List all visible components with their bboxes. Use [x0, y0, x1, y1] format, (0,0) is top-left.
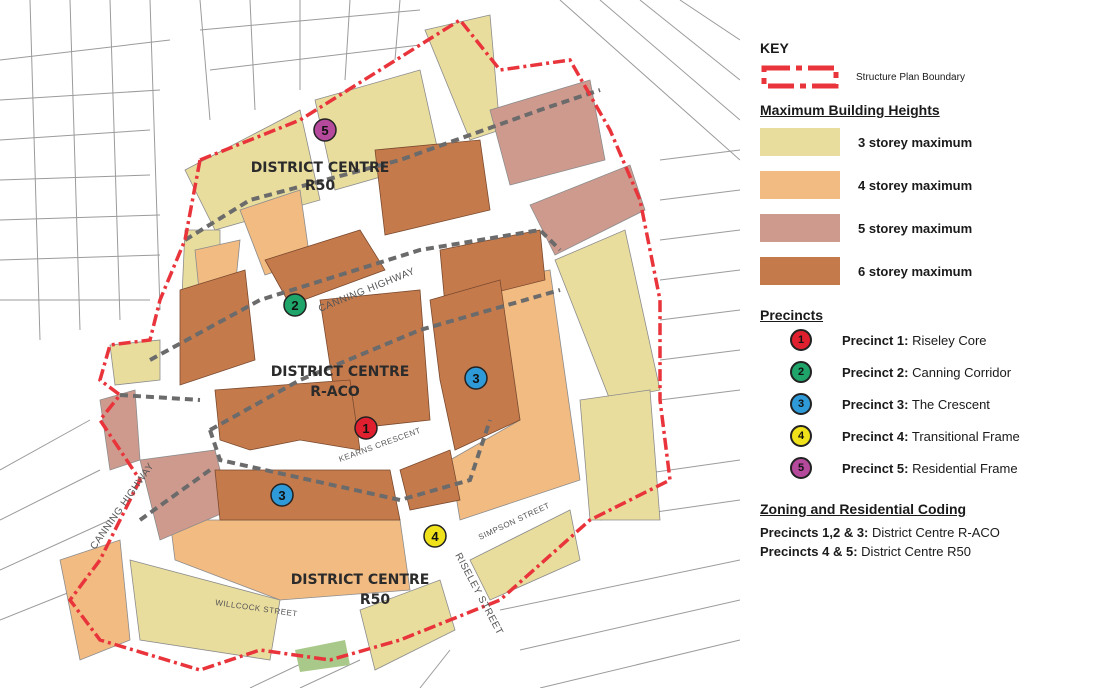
key-boundary-row: Structure Plan Boundary: [760, 62, 1105, 92]
structure-plan-boundary: [67, 17, 672, 672]
height-row-3: 3 storey maximum: [760, 128, 1105, 156]
label-district-centre-north-code: R50: [305, 178, 336, 194]
precinct-4-icon: 4: [790, 425, 812, 447]
height-swatch-6: [760, 257, 840, 285]
marker-1-num: 1: [362, 421, 369, 436]
marker-3-west-num: 3: [278, 488, 285, 503]
label-district-centre-north: DISTRICT CENTRE: [251, 160, 390, 176]
precinct-row-1: 1 Precinct 1: Riseley Core: [760, 329, 1105, 351]
precincts-heading: Precincts: [760, 307, 824, 323]
marker-2-num: 2: [291, 298, 298, 313]
precinct-5-icon: 5: [790, 457, 812, 479]
zoning-line-1: Precincts 1,2 & 3: District Centre R-ACO: [760, 525, 1000, 540]
zoning-line-2: Precincts 4 & 5: District Centre R50: [760, 544, 971, 559]
marker-4-num: 4: [431, 529, 439, 544]
precinct-row-4: 4 Precinct 4: Transitional Frame: [760, 425, 1105, 447]
marker-precinct-1[interactable]: 1: [354, 416, 378, 440]
height-label-6: 6 storey maximum: [858, 263, 973, 279]
height-row-6: 6 storey maximum: [760, 257, 1105, 285]
precinct-3-label: Precinct 3: The Crescent: [842, 396, 990, 412]
marker-3-east-num: 3: [472, 371, 479, 386]
precinct-2-label: Precinct 2: Canning Corridor: [842, 364, 1012, 380]
zoning-list: Precincts 1,2 & 3: District Centre R-ACO…: [760, 525, 1105, 559]
precinct-row-3: 3 Precinct 3: The Crescent: [760, 393, 1105, 415]
precinct-row-2: 2 Precinct 2: Canning Corridor: [760, 361, 1105, 383]
label-district-centre-raco: DISTRICT CENTRE: [271, 364, 410, 380]
height-swatch-4: [760, 171, 840, 199]
height-6-storey-blocks: [179, 139, 546, 521]
height-label-3: 3 storey maximum: [858, 134, 973, 150]
marker-5-num: 5: [321, 123, 328, 138]
marker-precinct-4[interactable]: 4: [423, 524, 447, 548]
precinct-map[interactable]: DISTRICT CENTRE R50 DISTRICT CENTRE R-AC…: [0, 0, 740, 688]
label-district-centre-south-code: R50: [360, 592, 391, 608]
height-row-5: 5 storey maximum: [760, 214, 1105, 242]
key-title: KEY: [760, 40, 789, 56]
park-reserve: [295, 640, 350, 672]
precinct-markers: 5 2 3 1 3 4: [270, 118, 488, 548]
precinct-5-label: Precinct 5: Residential Frame: [842, 460, 1018, 476]
marker-precinct-3-east[interactable]: 3: [464, 366, 488, 390]
heights-list: 3 storey maximum 4 storey maximum 5 stor…: [760, 128, 1105, 285]
precinct-2-icon: 2: [790, 361, 812, 383]
label-district-centre-south: DISTRICT CENTRE: [291, 572, 430, 588]
height-swatch-5: [760, 214, 840, 242]
marker-precinct-3-west[interactable]: 3: [270, 483, 294, 507]
marker-precinct-5[interactable]: 5: [313, 118, 337, 142]
boundary-label: Structure Plan Boundary: [856, 71, 965, 83]
boundary-swatch: [761, 65, 839, 89]
map-key: KEY Structure Plan Boundary Maximum Buil…: [760, 40, 1105, 559]
heights-heading: Maximum Building Heights: [760, 102, 940, 118]
height-row-4: 4 storey maximum: [760, 171, 1105, 199]
cadastral-grid: [0, 0, 740, 688]
precinct-boundaries: [119, 88, 601, 522]
precinct-4-label: Precinct 4: Transitional Frame: [842, 428, 1020, 444]
height-5-storey-blocks: [99, 79, 646, 541]
zoning-heading: Zoning and Residential Coding: [760, 501, 967, 517]
height-label-5: 5 storey maximum: [858, 220, 973, 236]
height-swatch-3: [760, 128, 840, 156]
precinct-row-5: 5 Precinct 5: Residential Frame: [760, 457, 1105, 479]
precinct-3-icon: 3: [790, 393, 812, 415]
label-district-centre-raco-code: R-ACO: [310, 384, 360, 400]
precinct-1-label: Precinct 1: Riseley Core: [842, 332, 987, 348]
precinct-1-icon: 1: [790, 329, 812, 351]
marker-precinct-2[interactable]: 2: [283, 293, 307, 317]
map-canvas: DISTRICT CENTRE R50 DISTRICT CENTRE R-AC…: [0, 0, 740, 688]
height-label-4: 4 storey maximum: [858, 177, 973, 193]
precincts-list: 1 Precinct 1: Riseley Core 2 Precinct 2:…: [760, 329, 1105, 479]
